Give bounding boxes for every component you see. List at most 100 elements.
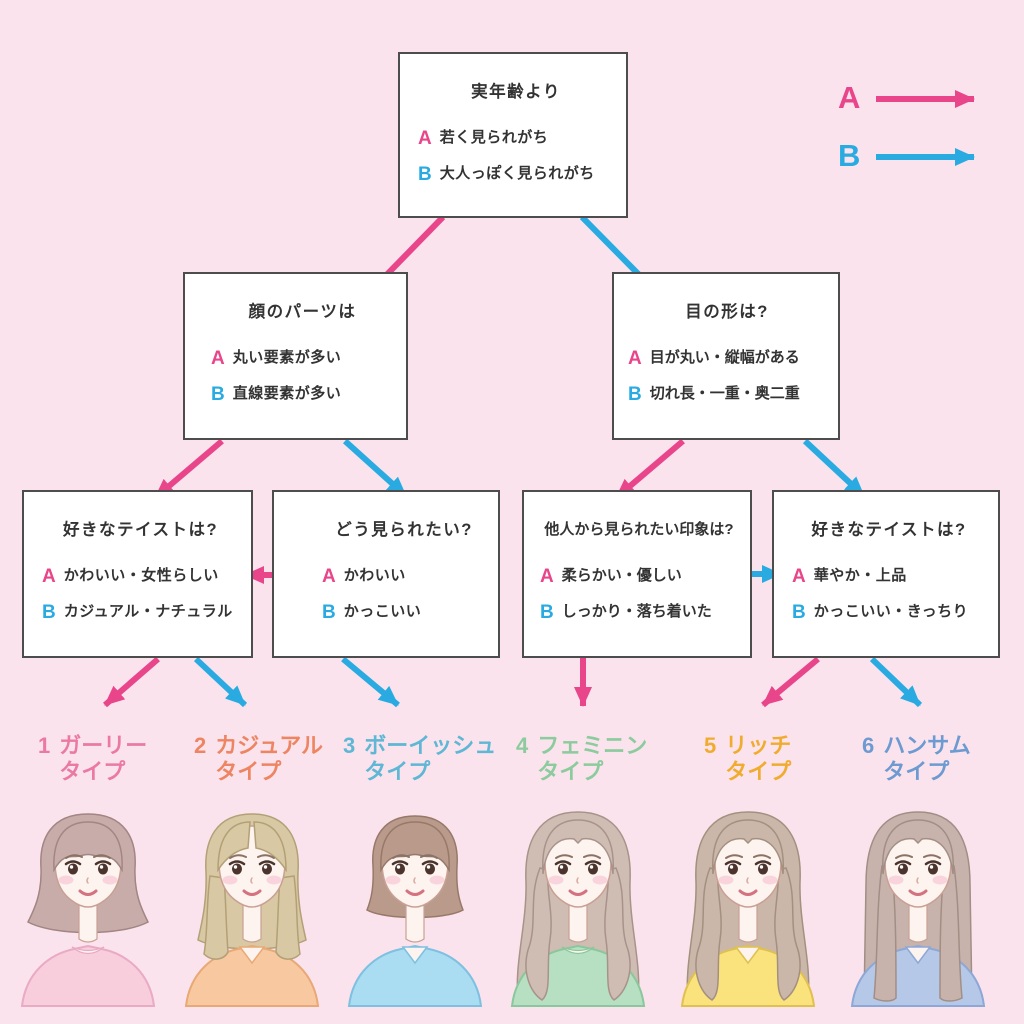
option-text: 柔らかい・優しい <box>561 567 682 584</box>
face-illustration-feminine <box>496 806 660 1011</box>
result-type-3-boyish: 3 ボーイッシュ タイプ <box>343 733 496 785</box>
question-title: 実年齢より <box>471 83 561 101</box>
question-option-a: A 華やか・上品 <box>792 564 907 588</box>
type-suffix: タイプ <box>883 758 950 784</box>
question-box-taste-left: 好きなテイストは? A かわいい・女性らしい B カジュアル・ナチュラル <box>22 490 253 658</box>
question-option-a: A 目が丸い・縦幅がある <box>628 346 800 370</box>
option-text: 若く見られがち <box>439 129 549 146</box>
option-text: かっこいい・きっちり <box>813 603 969 620</box>
question-box-eye-shape: 目の形は? A 目が丸い・縦幅がある B 切れ長・一重・奥二重 <box>612 272 840 440</box>
result-type-4-feminine: 4 フェミニン タイプ <box>516 733 647 785</box>
flow-arrow-how-seen-type-3 <box>341 656 400 708</box>
branch-a-label: A <box>211 347 225 369</box>
flow-arrow-eye-shape-taste-right <box>802 438 867 499</box>
question-option-a: A 柔らかい・優しい <box>540 564 682 588</box>
option-text: 華やか・上品 <box>813 567 907 584</box>
option-text: かっこいい <box>343 603 422 620</box>
question-box-age: 実年齢より A 若く見られがち B 大人っぽく見られがち <box>398 52 628 218</box>
flow-arrow-taste-left-type-2 <box>193 656 248 708</box>
face-illustration-casual <box>170 806 334 1011</box>
face-illustration-handsome <box>836 806 1000 1011</box>
branch-b-label: B <box>628 383 642 405</box>
option-text: かわいい <box>343 567 406 584</box>
type-number: 3 <box>343 733 356 758</box>
option-text: カジュアル・ナチュラル <box>63 603 233 620</box>
question-box-taste-right: 好きなテイストは? A 華やか・上品 B かっこいい・きっちり <box>772 490 1000 658</box>
question-option-b: B 切れ長・一重・奥二重 <box>628 382 800 406</box>
type-name: ボーイッシュ <box>364 733 497 758</box>
branch-a-label: A <box>540 565 554 587</box>
type-number: 5 <box>704 733 717 758</box>
flow-arrow-taste-right-type-5 <box>761 656 820 708</box>
question-box-how-seen: どう見られたい? A かわいい B かっこいい <box>272 490 500 658</box>
branch-a-label: A <box>418 127 432 149</box>
branch-a-label: A <box>322 565 336 587</box>
question-title: 好きなテイストは? <box>811 521 967 539</box>
type-suffix: タイプ <box>364 758 431 784</box>
face-illustration-girly <box>6 806 170 1011</box>
question-option-b: B かっこいい・きっちり <box>792 600 968 624</box>
type-number: 2 <box>194 733 207 758</box>
type-name: フェミニン <box>537 733 648 758</box>
type-number: 4 <box>516 733 529 758</box>
question-title: 目の形は? <box>685 303 769 321</box>
question-box-face-parts: 顔のパーツは A 丸い要素が多い B 直線要素が多い <box>183 272 408 440</box>
question-option-a: A 若く見られがち <box>418 126 548 150</box>
flow-arrow-taste-right-type-6 <box>869 656 923 708</box>
question-option-b: B しっかり・落ち着いた <box>540 600 712 624</box>
type-name: カジュアル <box>215 733 324 758</box>
branch-b-label: B <box>792 601 806 623</box>
option-text: かわいい・女性らしい <box>63 567 219 584</box>
question-title: どう見られたい? <box>335 521 473 539</box>
result-type-1-girly: 1 ガーリー タイプ <box>38 733 147 785</box>
face-svg-type-3 <box>347 815 483 1007</box>
option-text: しっかり・落ち着いた <box>561 603 712 620</box>
face-svg-type-4 <box>510 811 646 1007</box>
question-option-b: B カジュアル・ナチュラル <box>42 600 233 624</box>
question-title: 他人から見られたい印象は? <box>544 521 734 538</box>
face-illustration-rich <box>666 806 830 1011</box>
option-text: 直線要素が多い <box>232 385 342 402</box>
type-number: 1 <box>38 733 51 758</box>
type-name: リッチ <box>725 733 792 758</box>
branch-b-label: B <box>322 601 336 623</box>
result-type-2-casual: 2 カジュアル タイプ <box>194 733 323 785</box>
legend-b-label: B <box>838 138 861 173</box>
question-title: 好きなテイストは? <box>62 521 219 539</box>
type-suffix: タイプ <box>215 758 282 784</box>
branch-a-label: A <box>628 347 642 369</box>
option-text: 大人っぽく見られがち <box>439 165 595 182</box>
branch-b-label: B <box>418 163 432 185</box>
question-option-a: A かわいい <box>322 564 406 588</box>
branch-a-label: A <box>792 565 806 587</box>
face-illustration-boyish <box>333 806 497 1011</box>
question-option-a: A 丸い要素が多い <box>211 346 341 370</box>
type-name: ハンサム <box>883 733 971 758</box>
question-box-impression: 他人から見られたい印象は? A 柔らかい・優しい B しっかり・落ち着いた <box>522 490 752 658</box>
question-option-b: B かっこいい <box>322 600 421 624</box>
result-type-5-rich: 5 リッチ タイプ <box>704 733 791 785</box>
legend-a-label: A <box>838 80 861 115</box>
type-suffix: タイプ <box>59 758 126 784</box>
type-number: 6 <box>862 733 875 758</box>
branch-a-label: A <box>42 565 56 587</box>
option-text: 丸い要素が多い <box>232 349 342 366</box>
face-svg-type-6 <box>850 811 986 1007</box>
option-text: 切れ長・一重・奥二重 <box>649 385 800 402</box>
question-option-a: A かわいい・女性らしい <box>42 564 219 588</box>
result-type-6-handsome: 6 ハンサム タイプ <box>862 733 971 785</box>
face-svg-type-5 <box>680 811 816 1007</box>
type-suffix: タイプ <box>537 758 604 784</box>
type-suffix: タイプ <box>725 758 792 784</box>
branch-b-label: B <box>211 383 225 405</box>
face-svg-type-2 <box>184 813 320 1007</box>
type-name: ガーリー <box>59 733 148 758</box>
question-option-b: B 大人っぽく見られがち <box>418 162 595 186</box>
question-title: 顔のパーツは <box>248 303 357 321</box>
flow-arrow-face-parts-how-seen <box>342 438 409 499</box>
branch-b-label: B <box>540 601 554 623</box>
option-text: 目が丸い・縦幅がある <box>649 349 800 366</box>
question-option-b: B 直線要素が多い <box>211 382 341 406</box>
flow-arrow-taste-left-type-1 <box>103 656 160 708</box>
